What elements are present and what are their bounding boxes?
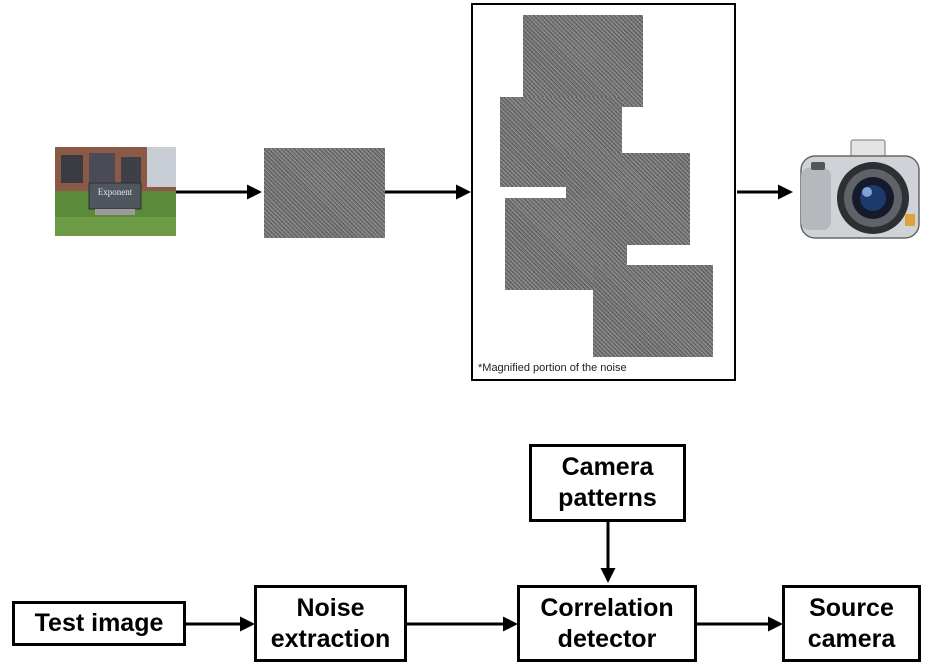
test-photo: Exponent	[55, 147, 176, 236]
camera-icon	[795, 138, 925, 243]
noise-patch-1	[523, 15, 643, 107]
correlation-detector-block: Correlation detector	[517, 585, 697, 662]
magnified-noise-panel	[471, 3, 736, 381]
magnified-caption: *Magnified portion of the noise	[478, 362, 627, 374]
noise-patch-4	[505, 198, 627, 290]
source-camera-block: Source camera	[782, 585, 921, 662]
noise-residual-image	[264, 148, 385, 238]
noise-extraction-block: Noise extraction	[254, 585, 407, 662]
sign-text: Exponent	[98, 187, 133, 197]
camera-patterns-block: Camera patterns	[529, 444, 686, 522]
noise-patch-5	[593, 265, 713, 357]
test-image-block: Test image	[12, 601, 186, 646]
